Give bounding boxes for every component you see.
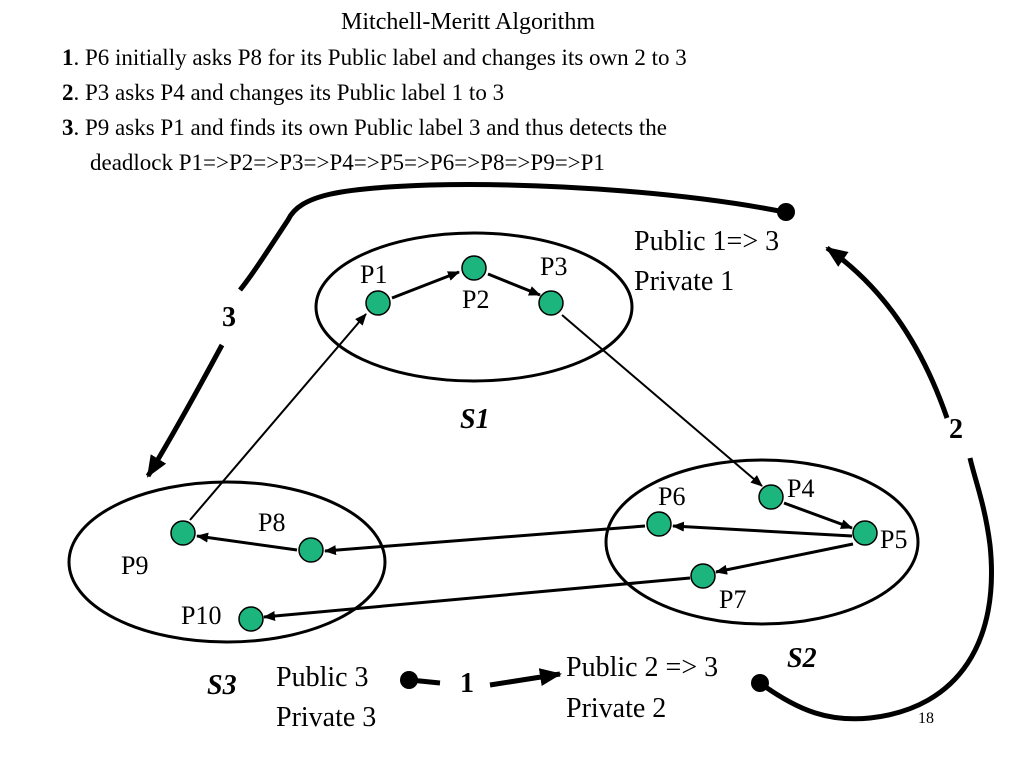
- label-dot-s2: [751, 674, 769, 692]
- label-p5: P5: [880, 525, 908, 554]
- edge-p7-p10: [263, 576, 691, 621]
- edge-p3-p4: [561, 314, 763, 487]
- s1-public-label: Public 1=> 3: [634, 226, 780, 257]
- process-node-p7: [690, 563, 716, 589]
- process-node-p1: [365, 290, 391, 316]
- label-dot-s1: [777, 203, 795, 221]
- label-p7: P7: [719, 585, 747, 614]
- label-p8: P8: [258, 508, 286, 537]
- label-dot-s3: [400, 671, 418, 689]
- site-s3-ellipse: [67, 480, 387, 644]
- site-s1-ellipse: [314, 231, 634, 383]
- label-p6: P6: [658, 482, 686, 511]
- site-label-s3: S3: [207, 670, 237, 701]
- label-p4: P4: [787, 474, 815, 503]
- arrow-2-path: [758, 248, 994, 722]
- arrow-1-head-path: [489, 668, 562, 688]
- s1-private-label: Private 1: [634, 266, 735, 297]
- process-node-p3: [538, 290, 564, 316]
- s2-private-label: Private 2: [566, 693, 667, 724]
- process-node-p6: [646, 511, 672, 537]
- s3-private-label: Private 3: [276, 702, 377, 733]
- edge-p2-p3: [487, 272, 541, 297]
- slide-title: Mitchell-Meritt Algorithm: [341, 9, 595, 35]
- label-p1: P1: [360, 260, 388, 289]
- edge-p5-p7: [715, 542, 854, 575]
- page-number: 18: [918, 710, 934, 727]
- process-node-p8: [298, 537, 324, 563]
- s2-public-label: Public 2 => 3: [566, 652, 719, 683]
- site-label-s1: S1: [460, 404, 490, 435]
- edge-p9-p1: [189, 313, 367, 521]
- arrow-3-path: [148, 182, 785, 476]
- step-3-continuation: deadlock P1=>P2=>P3=>P4=>P5=>P6=>P8=>P9=…: [90, 150, 605, 175]
- step-3: 3. P9 asks P1 and finds its own Public l…: [62, 115, 667, 140]
- process-node-p4: [758, 484, 784, 510]
- edge-p1-p2: [391, 270, 460, 300]
- label-p9: P9: [121, 551, 149, 580]
- process-node-p2: [461, 255, 487, 281]
- edge-p4-p5: [783, 501, 853, 530]
- edge-p8-p9: [196, 532, 298, 552]
- step-2: 2. P3 asks P4 and changes its Public lab…: [62, 80, 505, 105]
- label-p10: P10: [181, 601, 222, 630]
- edge-p6-p8: [324, 524, 646, 556]
- label-p3: P3: [540, 252, 568, 281]
- process-node-p10: [238, 606, 264, 632]
- process-node-p9: [170, 520, 196, 546]
- step-1: 1. P6 initially asks P8 for its Public l…: [62, 45, 687, 70]
- edge-p5-p6: [672, 521, 853, 538]
- arrow-number-2: 2: [949, 414, 963, 445]
- process-node-p5: [852, 520, 878, 546]
- arrow-number-1: 1: [460, 668, 474, 699]
- s3-public-label: Public 3: [276, 662, 369, 693]
- site-s2-ellipse: [604, 458, 920, 626]
- arrow-number-3: 3: [222, 302, 236, 333]
- site-label-s2: S2: [787, 643, 817, 674]
- label-p2: P2: [462, 285, 490, 314]
